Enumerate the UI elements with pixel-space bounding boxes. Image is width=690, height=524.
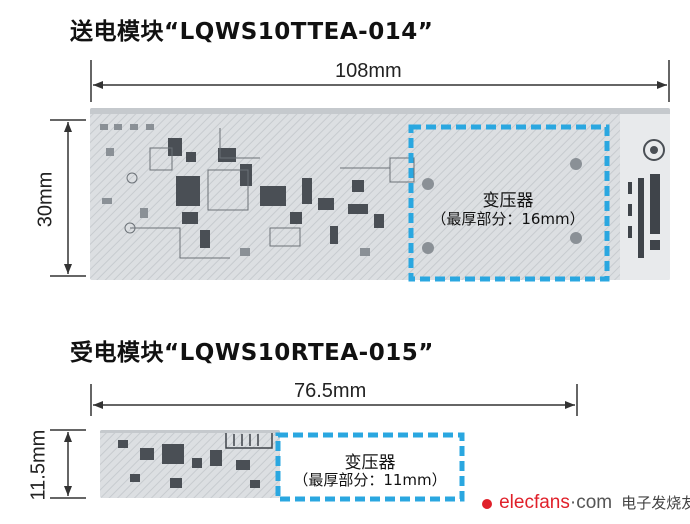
transmit-transformer-detail: （最厚部分：16mm） <box>431 210 585 228</box>
transmit-board <box>90 108 670 280</box>
receive-transformer-label: 变压器 <box>344 453 396 473</box>
transmit-width-label: 108mm <box>335 60 402 82</box>
watermark-domain: ·com <box>569 492 613 513</box>
transmit-height-label: 30mm <box>34 171 57 228</box>
transmit-transformer-outline <box>408 124 610 282</box>
elecfans-watermark: elecfans·com 电子发烧友 <box>482 492 690 514</box>
transmit-module-title: 送电模块“LQWS10TTEA-014” <box>70 19 434 45</box>
receive-board <box>100 430 280 498</box>
transmit-transformer-label: 变压器 <box>482 191 534 211</box>
watermark-site: elecfans <box>499 492 570 513</box>
receive-module-title: 受电模块“LQWS10RTEA-015” <box>70 340 434 366</box>
watermark-cn: 电子发烧友 <box>621 494 690 512</box>
receive-transformer-detail: （最厚部分：11mm） <box>293 471 447 489</box>
receive-transformer-outline <box>275 432 465 502</box>
receive-height-dimension <box>50 429 86 499</box>
receive-height-label: 11.5mm <box>27 429 50 501</box>
receive-width-label: 76.5mm <box>294 380 367 402</box>
transmit-width-dimension <box>90 60 670 102</box>
transmit-height-dimension <box>50 119 86 277</box>
receive-width-dimension <box>90 384 578 416</box>
watermark-logo-icon <box>482 498 492 509</box>
